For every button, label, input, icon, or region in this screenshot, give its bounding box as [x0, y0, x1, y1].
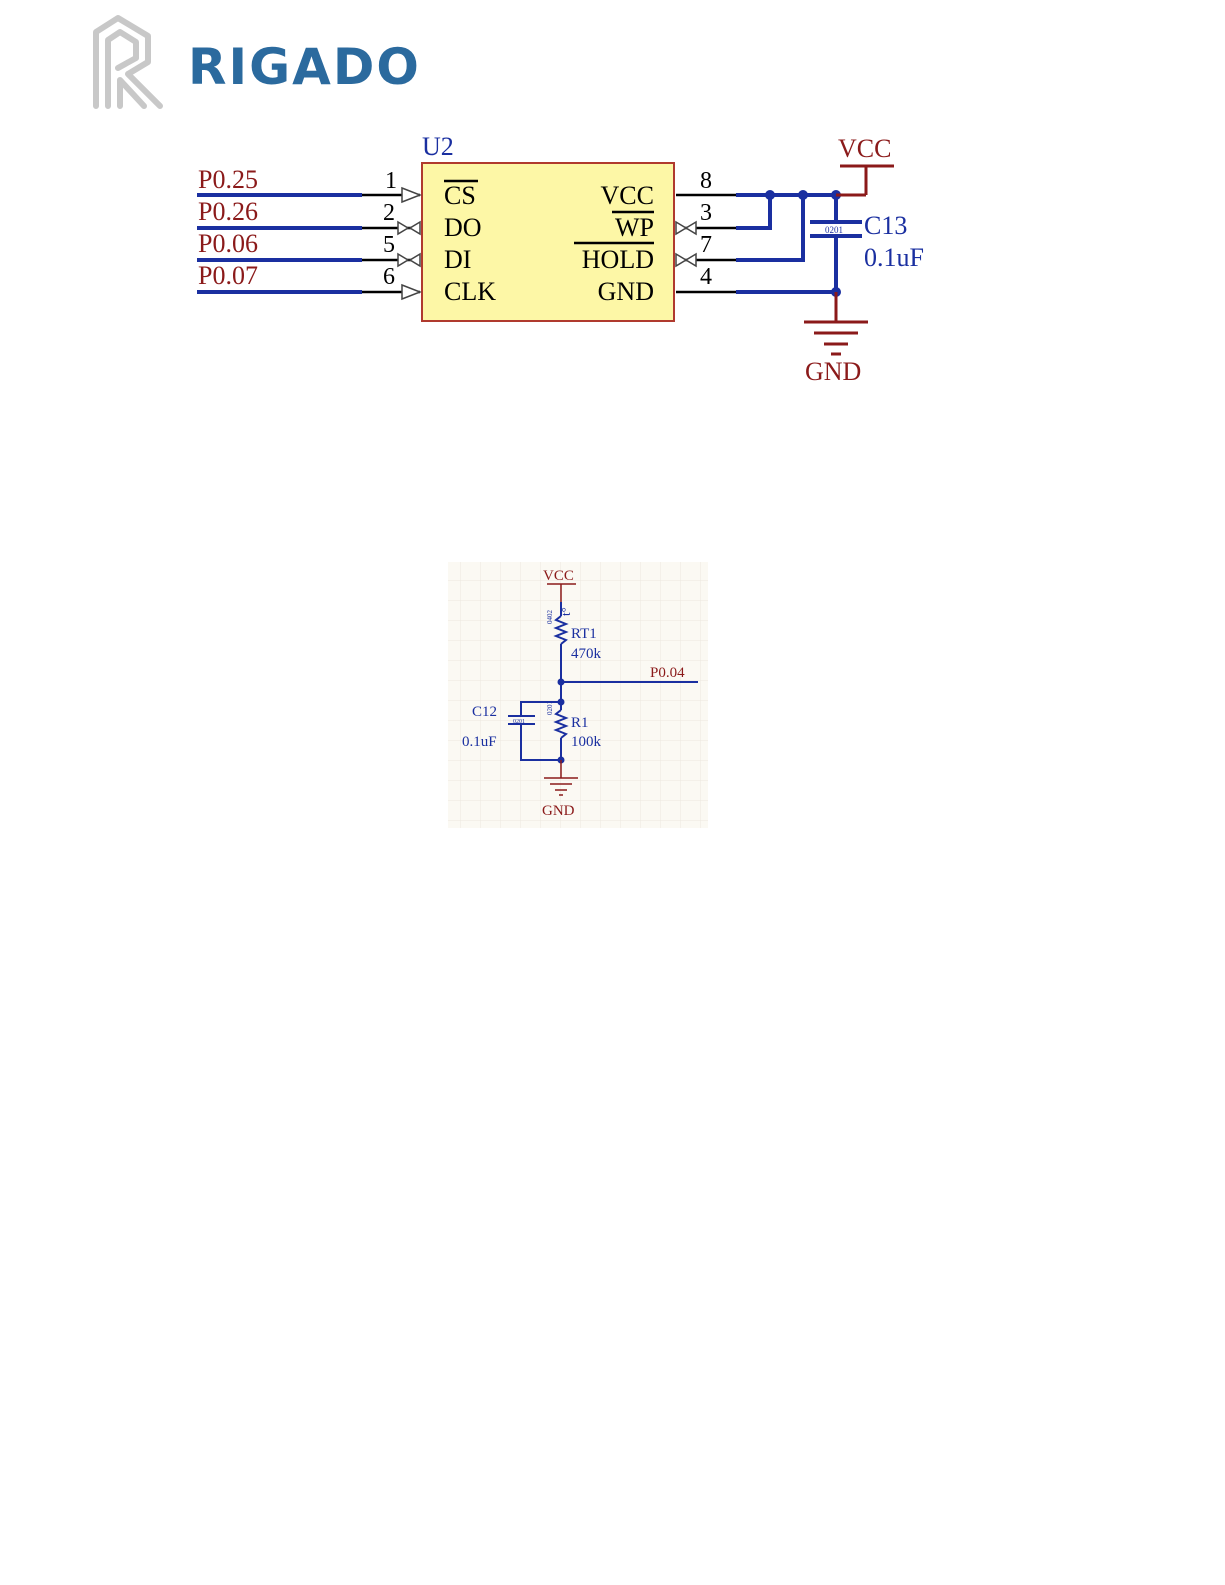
pin-signal: CLK [444, 277, 496, 306]
thermistor-symbol: t° [558, 607, 573, 616]
pin-signal: WP [615, 213, 654, 242]
pin-number: 5 [383, 232, 395, 258]
pin-number: 2 [383, 200, 395, 226]
package-label: 0402 [546, 610, 554, 625]
vcc-label: VCC [543, 568, 574, 584]
pin-signal: VCC [601, 181, 654, 210]
rt-designator: RT1 [571, 626, 597, 642]
pin-number: 4 [700, 264, 712, 290]
pin-signal: CS [444, 181, 476, 210]
r-designator: R1 [571, 715, 589, 731]
pin-signal: DI [444, 245, 471, 274]
gnd-label: GND [805, 357, 861, 386]
pin-signal: DO [444, 213, 482, 242]
flash-schematic: U2 P0.25 P0.26 P0.06 P0.07 [196, 118, 936, 386]
net-label: P0.04 [650, 665, 685, 681]
pin-number: 7 [700, 232, 712, 258]
net-label-left: P0.06 [198, 229, 258, 258]
pin-number: 6 [383, 264, 395, 290]
cap-value: 0.1uF [462, 734, 497, 750]
cap-designator: C13 [864, 211, 907, 240]
pin-signal: HOLD [582, 245, 654, 274]
net-label-left: P0.26 [198, 197, 258, 226]
pin-signal: GND [598, 277, 654, 306]
thermistor-schematic: VCC 0402 t° RT1 470k P0.0 [448, 562, 708, 828]
package-label: 0201 [825, 225, 843, 235]
pin-number: 3 [700, 200, 712, 226]
cap-value: 0.1uF [864, 243, 924, 272]
package-label: 0201 [513, 719, 525, 725]
rt-value: 470k [571, 646, 602, 662]
r-value: 100k [571, 734, 602, 750]
package-label: 0201 [546, 701, 554, 716]
pin-number: 1 [385, 168, 397, 194]
ic-designator: U2 [422, 132, 454, 161]
net-label-left: P0.25 [198, 165, 258, 194]
vcc-label: VCC [838, 134, 891, 163]
net-label-left: P0.07 [198, 261, 258, 290]
cap-designator: C12 [472, 704, 497, 720]
gnd-label: GND [542, 803, 575, 819]
pin-number: 8 [700, 168, 712, 194]
